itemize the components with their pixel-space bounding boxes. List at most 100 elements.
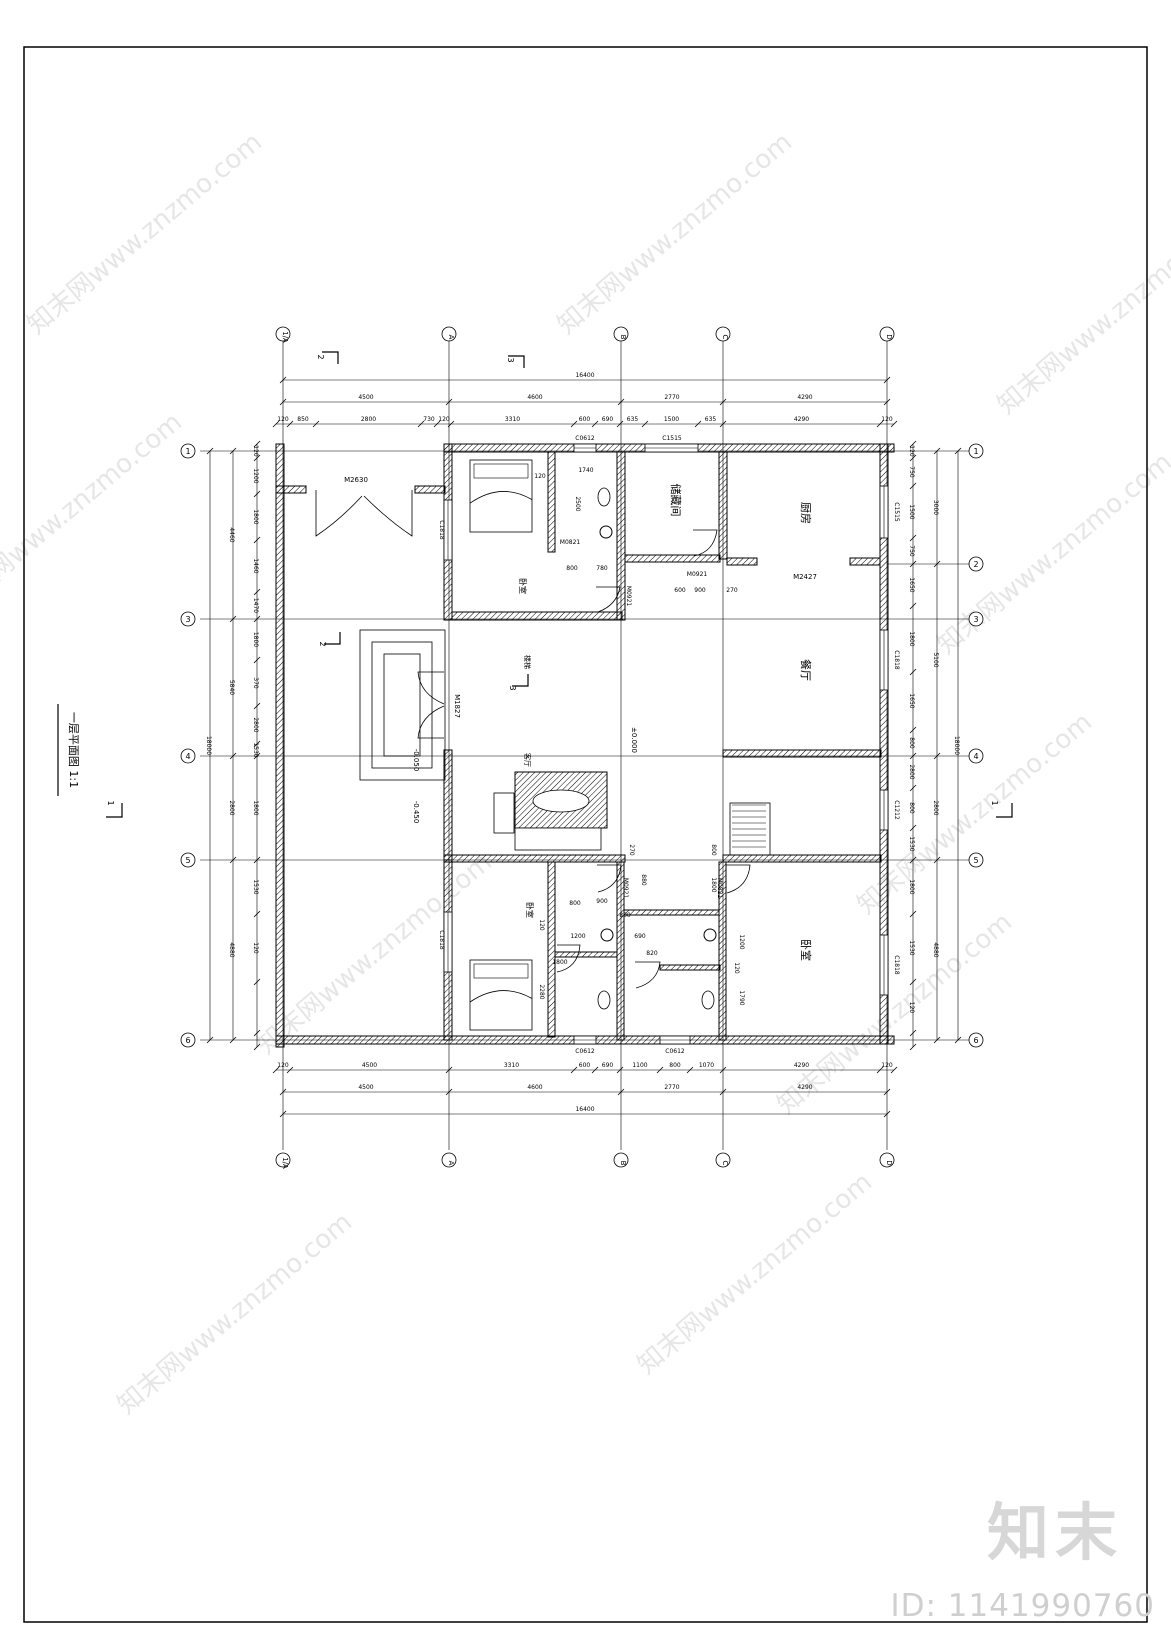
axis-bubble xyxy=(879,1152,895,1168)
dim-left-detail-text: 1200 xyxy=(252,468,259,483)
inner-dim: 800 xyxy=(569,900,581,907)
label-c1818: C1818 xyxy=(893,650,900,670)
dim-left-axes-text: 4460 xyxy=(228,527,235,542)
dim-top-axes-text: 2770 xyxy=(664,394,679,401)
dim-bot-detail-tick xyxy=(616,1066,624,1074)
label-m0921: M0921 xyxy=(625,586,632,607)
dim-bot-total-tick xyxy=(279,1110,287,1118)
inner-dim: 120 xyxy=(733,962,740,974)
wall-b-bot xyxy=(616,861,625,1041)
section-3-mid-label: 3 xyxy=(508,685,517,690)
wall-bath-mid2 xyxy=(554,951,618,958)
axis-label-side: 4 xyxy=(973,752,978,761)
dim-left-detail-tick xyxy=(253,856,261,864)
inner-dim: 120 xyxy=(534,473,546,480)
dim-left-detail-text: 1800 xyxy=(252,800,259,815)
dim-left-axes-tick xyxy=(229,447,237,455)
dim-right-detail-text: 120 xyxy=(908,445,915,457)
dim-left-detail-text: 1800 xyxy=(252,509,259,524)
dim-right-detail-tick xyxy=(909,534,917,542)
room-bedroom-top: 卧室 xyxy=(518,578,528,594)
dim-right-detail-text: 1800 xyxy=(908,631,915,646)
dim-bot-axes-text: 4600 xyxy=(527,1084,542,1091)
axis-label-bot: C xyxy=(721,1161,729,1166)
axis-bubble xyxy=(613,326,629,342)
inner-dim: 120 xyxy=(538,919,545,931)
dim-bot-detail-tick xyxy=(286,1066,294,1074)
axis-label-top: 1/A xyxy=(281,331,289,343)
axis-bubble xyxy=(968,852,984,868)
dim-right-detail-text: 1500 xyxy=(908,504,915,519)
dim-top-detail-text: 850 xyxy=(297,416,309,423)
dim-right-detail-tick xyxy=(909,910,917,918)
inner-dim: 1740 xyxy=(578,467,593,474)
dim-right-detail-tick xyxy=(909,482,917,490)
dim-left-detail-text: 1460 xyxy=(252,558,259,573)
dim-left-detail-tick xyxy=(253,588,261,596)
inner-dim: 690 xyxy=(634,933,646,940)
inner-dim: 2500 xyxy=(574,496,581,511)
dim-left-axes-tick xyxy=(229,615,237,623)
dim-top-detail-tick xyxy=(876,420,884,428)
dim-top-axes-tick xyxy=(883,398,891,406)
axis-bubble xyxy=(441,1152,457,1168)
dim-right-axes-tick xyxy=(933,447,941,455)
dim-right-detail-tick xyxy=(909,602,917,610)
dim-right-detail-tick xyxy=(909,784,917,792)
dim-top-detail-text: 4290 xyxy=(794,416,809,423)
watermark-text: 知末网www.znzmo.com xyxy=(112,1207,358,1420)
dim-right-detail-text: 1800 xyxy=(908,879,915,894)
axis-bubble xyxy=(968,1032,984,1048)
dim-top-detail-tick xyxy=(570,420,578,428)
inner-dim: 1800 xyxy=(552,959,567,966)
dim-bot-axes-tick xyxy=(883,1088,891,1096)
dim-bot-detail-text: 120 xyxy=(881,1062,893,1069)
dim-bot-detail-tick xyxy=(656,1066,664,1074)
axis-bubble xyxy=(180,443,196,459)
dim-top-total-text: 16400 xyxy=(575,372,594,379)
axis-label-side: 5 xyxy=(185,856,190,865)
wall-east xyxy=(879,443,889,1045)
inner-dim: 900 xyxy=(596,898,608,905)
inner-dim: 900 xyxy=(694,587,706,594)
bed-bottom-pillow xyxy=(473,963,529,979)
dim-right-detail-text: 2800 xyxy=(908,764,915,779)
dim-left-detail-tick xyxy=(253,752,261,760)
wall-bath-left xyxy=(547,861,556,1038)
dim-top-detail-text: 120 xyxy=(438,416,450,423)
dim-top-detail-tick xyxy=(616,420,624,428)
inner-dim: 780 xyxy=(596,565,608,572)
dim-right-detail-text: 750 xyxy=(908,466,915,478)
bed-bottom xyxy=(469,959,533,1031)
dim-left-axes-tick xyxy=(229,856,237,864)
stair-outline xyxy=(729,802,771,856)
bed-bottom-cover xyxy=(469,990,533,1003)
dim-left-detail-tick xyxy=(253,702,261,710)
dim-left-detail-text: 2800 xyxy=(252,717,259,732)
dim-left-detail-tick xyxy=(253,490,261,498)
axis-label-top: B xyxy=(619,335,627,340)
dim-bot-axes-text: 4290 xyxy=(797,1084,812,1091)
porch-wall-right xyxy=(414,485,446,494)
room-bedroom-bottom: 卧室 xyxy=(525,902,535,918)
axis-label-top: A xyxy=(447,335,455,340)
dim-top-detail-tick xyxy=(433,420,441,428)
dim-right-detail-tick xyxy=(909,726,917,734)
dim-top-detail-text: 120 xyxy=(277,416,289,423)
axis-label-bot: 1/A xyxy=(281,1157,289,1169)
label-c1818: C1818 xyxy=(438,930,445,950)
dim-bot-detail-tick xyxy=(719,1066,727,1074)
dim-left-detail-tick xyxy=(253,615,261,623)
wall-4-right xyxy=(722,749,882,758)
dim-bot-detail-tick xyxy=(445,1066,453,1074)
dim-left-detail-text: 370 xyxy=(252,677,259,689)
label-m1827: M1827 xyxy=(453,694,461,718)
door-swing xyxy=(726,864,751,894)
wall-5-left xyxy=(443,854,626,863)
label-c1818: C1818 xyxy=(893,955,900,975)
dim-right-axes-text: 4880 xyxy=(932,942,939,957)
axis-label-side: 4 xyxy=(185,752,190,761)
sofa xyxy=(514,827,602,851)
label-m2427: M2427 xyxy=(793,573,817,581)
dim-bot-detail-tick xyxy=(591,1066,599,1074)
